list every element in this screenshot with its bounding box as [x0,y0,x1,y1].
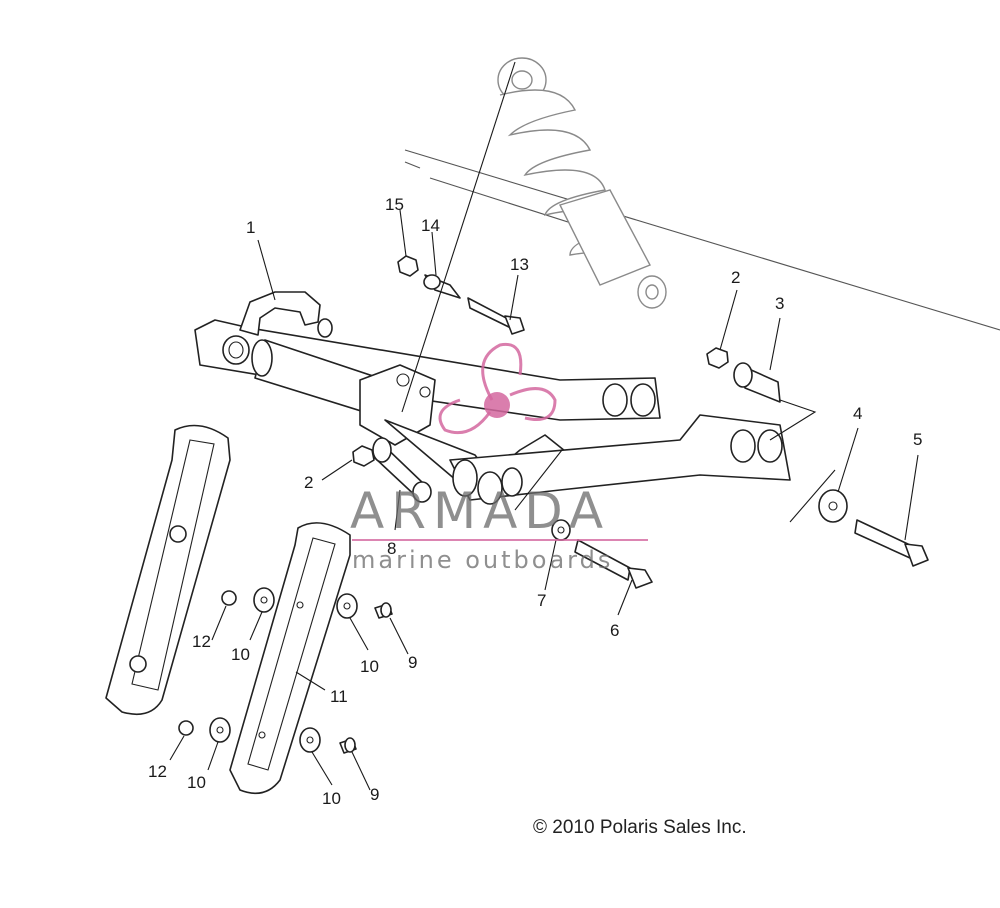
shock-absorber [497,57,667,309]
callout-10-b: 10 [360,657,379,676]
callout-14: 14 [421,216,440,235]
watermark-brand: ARMADA [350,482,610,540]
callout-9-lower: 9 [370,785,379,804]
bolt-5 [854,519,911,559]
callout-9-upper: 9 [408,653,417,672]
washer-10-b [209,717,231,743]
frame-rails [404,149,1000,331]
callout-13: 13 [510,255,529,274]
callout-1: 1 [246,218,255,237]
watermark-logo [438,342,557,435]
callout-labels: 1 2 2 3 4 5 6 7 8 9 9 10 10 10 10 11 12 … [148,195,922,808]
link-11 [229,522,351,795]
nut-2-center [352,445,375,467]
nut-12-lower [178,720,194,736]
nut-15 [397,255,419,277]
copyright-notice: © 2010 Polaris Sales Inc. [533,817,747,838]
callout-7: 7 [537,591,546,610]
callout-5: 5 [913,430,922,449]
control-arm-assembly [194,291,791,505]
callout-4: 4 [853,404,862,423]
bolt-6 [574,539,631,581]
callout-12-upper: 12 [192,632,211,651]
washer-10-a [253,587,275,613]
watermark-tagline: marine outboards [352,546,613,574]
callout-12-lower: 12 [148,762,167,781]
washer-10-d [299,727,321,753]
callout-10-c: 10 [187,773,206,792]
callout-3: 3 [775,294,784,313]
nut-12-upper [221,590,237,606]
callout-10-a: 10 [231,645,250,664]
hardware [352,255,929,589]
callout-6: 6 [610,621,619,640]
callout-10-d: 10 [322,789,341,808]
callout-8: 8 [387,539,396,558]
callout-2-right: 2 [731,268,740,287]
leader-lines [169,61,919,791]
callout-2-center: 2 [304,473,313,492]
link-left [105,424,231,716]
callout-11: 11 [330,687,348,706]
washer-4 [818,489,848,523]
watermark: ARMADA marine outboards [350,342,648,574]
nut-2-right [706,347,729,369]
link-hardware [178,587,393,754]
washer-10-c [336,593,358,619]
callout-15: 15 [385,195,404,214]
